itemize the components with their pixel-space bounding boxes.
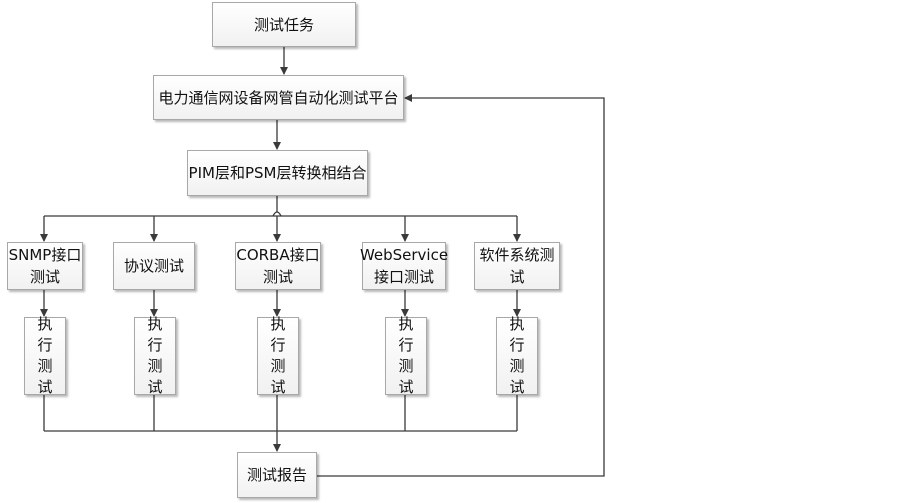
test-box-line1: 协议测试 (123, 257, 184, 275)
platform-label: 电力通信网设备网管自动化测试平台 (158, 88, 399, 107)
platform-box: 电力通信网设备网管自动化测试平台 (153, 75, 404, 120)
test-task-box: 测试任务 (212, 2, 356, 47)
exec-char: 行 (147, 336, 163, 354)
test-box-line2: 接口测试 (374, 268, 435, 286)
test-report-label: 测试报告 (246, 466, 307, 484)
test-report-box: 测试报告 (237, 452, 317, 498)
test-box-line1: WebService (359, 246, 449, 264)
test-box-protocol: 协议测试 (113, 242, 195, 290)
pim-psm-combine-label: PIM层和PSM层转换相结合 (188, 164, 367, 182)
pim-psm-combine-box: PIM层和PSM层转换相结合 (187, 150, 368, 196)
execute-test-box-3: 执 行 测 试 (385, 315, 427, 396)
exec-char: 行 (509, 336, 525, 354)
test-box-line2: 测试 (262, 268, 293, 286)
exec-char: 行 (270, 336, 286, 354)
test-box-webservice: WebService 接口测试 (359, 242, 449, 290)
exec-char: 行 (398, 336, 414, 354)
exec-char: 试 (270, 378, 286, 396)
exec-char: 测 (37, 357, 53, 375)
test-box-line2: 试 (509, 268, 525, 286)
exec-char: 测 (147, 357, 163, 375)
test-task-label: 测试任务 (253, 15, 314, 34)
test-box-corba: CORBA接口 测试 (235, 242, 321, 290)
execute-test-box-2: 执 行 测 试 (257, 315, 299, 396)
exec-char: 测 (270, 357, 286, 375)
exec-char: 执 (509, 315, 525, 333)
execute-test-box-1: 执 行 测 试 (134, 315, 176, 396)
exec-char: 行 (37, 336, 53, 354)
test-box-line1: 软件系统测 (479, 246, 555, 264)
test-box-snmp: SNMP接口 测试 (7, 242, 83, 290)
exec-char: 试 (398, 378, 414, 396)
test-box-software-system: 软件系统测 试 (474, 242, 560, 290)
feedback-arrow-report-to-platform (317, 94, 605, 477)
exec-char: 试 (509, 378, 525, 396)
exec-char: 执 (37, 315, 53, 333)
exec-char: 执 (147, 315, 163, 333)
execute-test-box-4: 执 行 测 试 (496, 315, 538, 396)
bus-jump-hop (272, 211, 282, 217)
exec-char: 试 (147, 378, 163, 396)
exec-char: 测 (509, 357, 525, 375)
exec-char: 执 (398, 315, 414, 333)
exec-char: 试 (37, 378, 53, 396)
execute-test-box-0: 执 行 测 试 (24, 315, 66, 396)
exec-char: 执 (270, 315, 286, 333)
test-box-line1: CORBA接口 (236, 246, 320, 264)
test-box-line1: SNMP接口 (8, 246, 82, 264)
exec-char: 测 (398, 357, 414, 375)
test-box-line2: 测试 (29, 268, 60, 286)
